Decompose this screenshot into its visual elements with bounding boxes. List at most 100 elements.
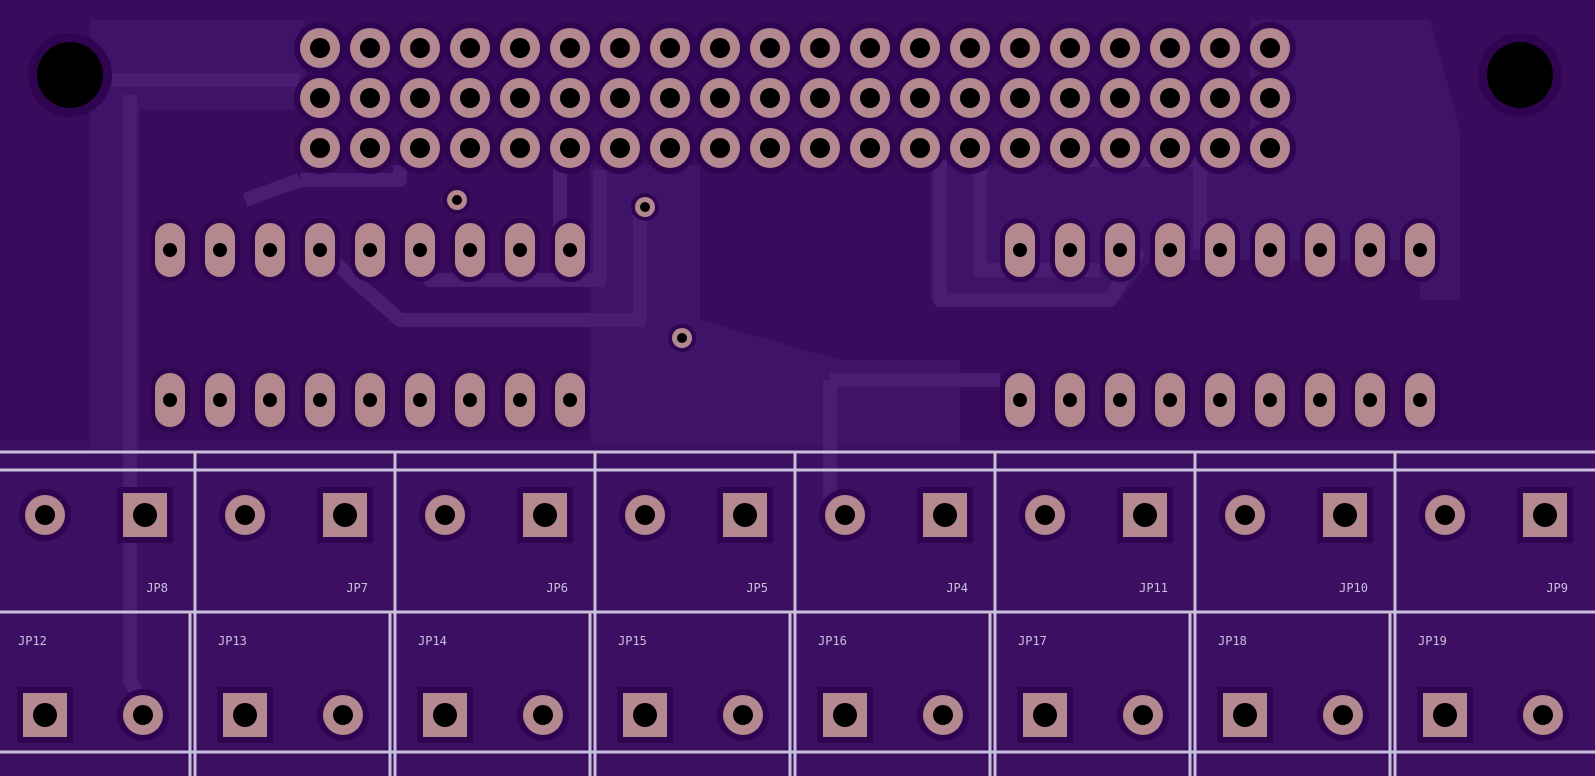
jumper-round-pad-drill — [435, 505, 455, 525]
jumper-label-bottom: JP18 — [1218, 634, 1247, 648]
header-pad-drill — [1060, 138, 1080, 158]
header-pad-drill — [1010, 38, 1030, 58]
jumper-round-pad-drill — [1435, 505, 1455, 525]
socket-pad-drill — [263, 243, 277, 257]
socket-pad-drill — [1113, 243, 1127, 257]
jumper-square-pad-drill — [1233, 703, 1257, 727]
jumper-label-bottom: JP13 — [218, 634, 247, 648]
socket-pad-drill — [1163, 393, 1177, 407]
jumper-label-bottom: JP14 — [418, 634, 447, 648]
via-drill — [677, 333, 687, 343]
socket-pad-drill — [313, 393, 327, 407]
socket-pad-drill — [513, 393, 527, 407]
socket-pad-drill — [363, 243, 377, 257]
header-pad-drill — [360, 88, 380, 108]
header-pad-drill — [910, 38, 930, 58]
header-pad-drill — [860, 88, 880, 108]
socket-pad-drill — [563, 393, 577, 407]
header-pad-drill — [460, 38, 480, 58]
header-pad-drill — [560, 88, 580, 108]
jumper-label-top: JP7 — [346, 581, 368, 595]
header-pad-drill — [1210, 88, 1230, 108]
header-pad-drill — [1060, 88, 1080, 108]
socket-pad-drill — [1313, 393, 1327, 407]
jumper-square-pad-drill — [333, 503, 357, 527]
socket-pad-drill — [1313, 243, 1327, 257]
header-pad-drill — [710, 88, 730, 108]
gpio-header-pads — [294, 22, 1296, 174]
header-pad-drill — [910, 138, 930, 158]
socket-pad-drill — [563, 243, 577, 257]
copper-trace — [300, 165, 407, 187]
jumper-label-bottom: JP15 — [618, 634, 647, 648]
header-pad-drill — [810, 138, 830, 158]
jumper-label-bottom: JP19 — [1418, 634, 1447, 648]
jumper-round-pad-drill — [533, 705, 553, 725]
copper-trace — [242, 173, 303, 207]
jumper-round-pad-drill — [1533, 705, 1553, 725]
jumper-round-pad-drill — [235, 505, 255, 525]
socket-pad-drill — [513, 243, 527, 257]
header-pad-drill — [1160, 88, 1180, 108]
socket-pad-drill — [1363, 393, 1377, 407]
via-group — [443, 186, 696, 352]
jumper-round-pad-drill — [1133, 705, 1153, 725]
socket-pad-drill — [1413, 243, 1427, 257]
jumper-square-pad-drill — [433, 703, 457, 727]
socket-pad-drill — [413, 393, 427, 407]
header-pad-drill — [960, 88, 980, 108]
header-pad-drill — [310, 38, 330, 58]
header-pad-drill — [810, 88, 830, 108]
jumper-square-pad-drill — [33, 703, 57, 727]
jumper-round-pad-drill — [35, 505, 55, 525]
jumper-square-pad-drill — [733, 503, 757, 527]
socket-pad-drill — [413, 243, 427, 257]
header-pad-drill — [610, 138, 630, 158]
jumper-label-top: JP10 — [1339, 581, 1368, 595]
jumper-square-pad-drill — [1433, 703, 1457, 727]
socket-pad-drill — [1163, 243, 1177, 257]
jumper-label-bottom: JP12 — [18, 634, 47, 648]
socket-pad-drill — [213, 393, 227, 407]
header-pad-drill — [760, 88, 780, 108]
socket-pad-drill — [363, 393, 377, 407]
jumper-square-pad-drill — [933, 503, 957, 527]
socket-pad-drill — [163, 393, 177, 407]
header-pad-drill — [460, 138, 480, 158]
jumper-square-pad-drill — [1133, 503, 1157, 527]
socket-pad-drill — [1063, 393, 1077, 407]
jumper-round-pad-drill — [1235, 505, 1255, 525]
socket-pad-drill — [1063, 243, 1077, 257]
header-pad-drill — [410, 88, 430, 108]
jumper-round-pad-drill — [1333, 705, 1353, 725]
header-pad-drill — [610, 38, 630, 58]
jumper-round-pad-drill — [933, 705, 953, 725]
header-pad-drill — [510, 88, 530, 108]
jumper-round-pad-drill — [333, 705, 353, 725]
header-pad-drill — [860, 38, 880, 58]
header-pad-drill — [1110, 38, 1130, 58]
header-pad-drill — [1260, 38, 1280, 58]
jumper-square-pad-drill — [1333, 503, 1357, 527]
mounting-holes — [28, 33, 1562, 117]
socket-pad-drill — [1013, 393, 1027, 407]
header-pad-drill — [1110, 138, 1130, 158]
jumper-square-pad-drill — [1533, 503, 1557, 527]
socket-pad-drill — [1413, 393, 1427, 407]
header-pad-drill — [860, 138, 880, 158]
socket-pad-drill — [1363, 243, 1377, 257]
header-pad-drill — [360, 38, 380, 58]
jumper-square-pad-drill — [633, 703, 657, 727]
socket-pad-drill — [463, 393, 477, 407]
header-pad-drill — [510, 38, 530, 58]
header-pad-drill — [1260, 138, 1280, 158]
socket-pad-drill — [1013, 243, 1027, 257]
mounting-hole — [1487, 42, 1553, 108]
header-pad-drill — [760, 38, 780, 58]
socket-pad-drill — [1263, 243, 1277, 257]
jumper-label-top: JP9 — [1546, 581, 1568, 595]
header-pad-drill — [960, 38, 980, 58]
header-pad-drill — [810, 38, 830, 58]
